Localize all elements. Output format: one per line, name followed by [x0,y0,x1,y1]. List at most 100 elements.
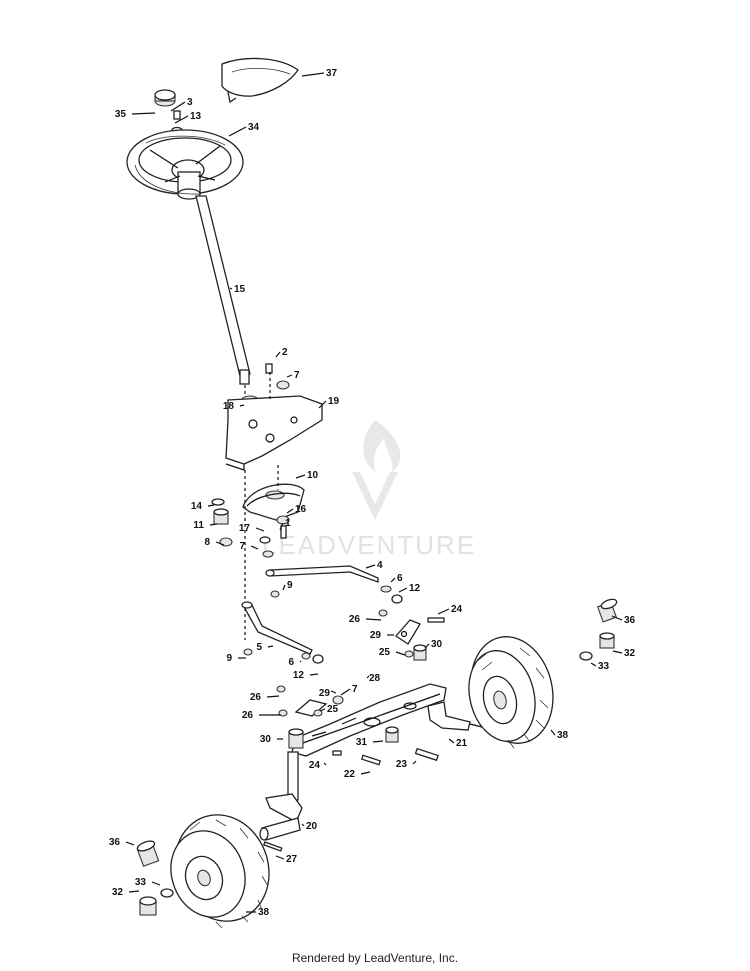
callout-number-1: 1 [285,518,291,529]
wheel-washer-right-part [579,651,593,661]
callout-number-29: 29 [319,688,331,699]
callout-number-38: 38 [258,907,270,918]
callout-leader-line [170,101,186,112]
callout-leader-line [318,400,327,409]
callout-number-26: 26 [250,692,262,703]
callout-leader-line [550,729,556,736]
callout-number-2: 2 [282,347,288,358]
pinion-gear-part [213,508,229,525]
callout-number-33: 33 [135,877,147,888]
callout-number-15: 15 [234,284,246,295]
callout-number-27: 27 [286,854,298,865]
wheel-bearing-left-part [139,896,157,916]
callout-leader-line [412,760,417,765]
callout-number-32: 32 [112,887,124,898]
callout-number-9: 9 [226,653,232,664]
callout-number-14: 14 [191,501,203,512]
callout-number-26: 26 [349,614,361,625]
callout-leader-line [207,504,215,507]
callout-leader-line [424,643,430,649]
callout-leader-line [590,662,597,667]
callout-leader-line [174,115,189,124]
callout-leader-line [239,404,245,407]
callout-number-24: 24 [309,760,321,771]
callout-leader-line [267,645,274,648]
alignment-lines [244,372,279,640]
callout-number-18: 18 [223,401,235,412]
callout-number-10: 10 [307,470,319,481]
callout-number-38: 38 [557,730,569,741]
tie-rod-part [241,601,324,664]
wheel-washer-left-part [160,888,174,898]
callout-leader-line [229,287,233,290]
callout-leader-line [437,608,450,615]
callout-number-34: 34 [248,122,260,133]
callout-leader-line [286,508,294,514]
callout-number-7: 7 [239,541,245,552]
callout-number-20: 20 [306,821,318,832]
callout-number-21: 21 [456,738,468,749]
callout-leader-line [125,841,135,846]
steering-wheel-part [126,129,244,200]
callout-leader-line [365,618,382,621]
steering-arm-right-part [378,609,445,661]
callout-number-29: 29 [370,630,382,641]
watermark-text: LEADVENTURE [262,530,476,560]
callout-leader-line [282,584,286,591]
callout-leader-line [255,527,265,532]
callout-leader-line [299,660,302,663]
callout-leader-line [366,675,370,679]
callout-number-17: 17 [239,523,251,534]
steering-shaft-part [195,195,251,385]
callout-leader-line [360,771,371,775]
axle-bushing-part [288,728,304,749]
clevis-pin-part [361,754,381,766]
callout-number-13: 13 [190,111,202,122]
callout-number-6: 6 [397,573,403,584]
callout-leader-line [319,708,326,712]
callout-number-28: 28 [369,673,381,684]
callout-number-11: 11 [193,520,204,531]
callout-number-4: 4 [377,560,383,571]
steering-cover-part [221,57,299,104]
wheel-cap-right-part [596,598,618,623]
pivot-bolt-part [414,747,439,762]
watermark-logo: LEADVENTURE [262,420,476,560]
callout-number-7: 7 [352,684,358,695]
callout-number-12: 12 [409,583,421,594]
callout-leader-line [398,587,408,593]
wheel-cap-left-part [136,840,160,867]
callout-number-19: 19 [328,396,340,407]
callout-number-12: 12 [293,670,305,681]
callout-number-37: 37 [326,68,338,79]
callout-leader-line [340,688,351,696]
callout-number-7: 7 [294,370,300,381]
bolt-part [265,363,273,374]
left-front-wheel-part [170,814,270,929]
callout-leader-line [279,522,284,531]
callout-leader-line [372,740,384,743]
steering-assembly-diagram: LEADVENTURE [109,57,636,929]
callout-number-25: 25 [379,647,391,658]
callout-number-16: 16 [295,504,307,515]
callout-leader-line [295,474,306,479]
wheel-bearing-right-part [599,632,615,649]
callout-number-9: 9 [287,580,293,591]
callout-leader-line [323,762,327,766]
callout-leader-line [266,695,280,698]
steering-arm-left-part [276,685,344,717]
callout-number-26: 26 [242,710,254,721]
spindle-pin-part [263,841,283,852]
callout-number-35: 35 [115,109,127,120]
callout-leader-line [301,823,305,827]
sector-gear-part [242,483,305,521]
callout-leader-line [250,545,259,550]
callout-leader-line [131,112,156,115]
bolt-part [280,525,287,539]
callout-leader-line [395,651,406,656]
spindle-bushing-part [385,726,399,743]
rendered-by-credit: Rendered by LeadVenture, Inc. [291,951,459,965]
callout-leader-line [215,541,225,546]
callout-number-23: 23 [396,759,408,770]
